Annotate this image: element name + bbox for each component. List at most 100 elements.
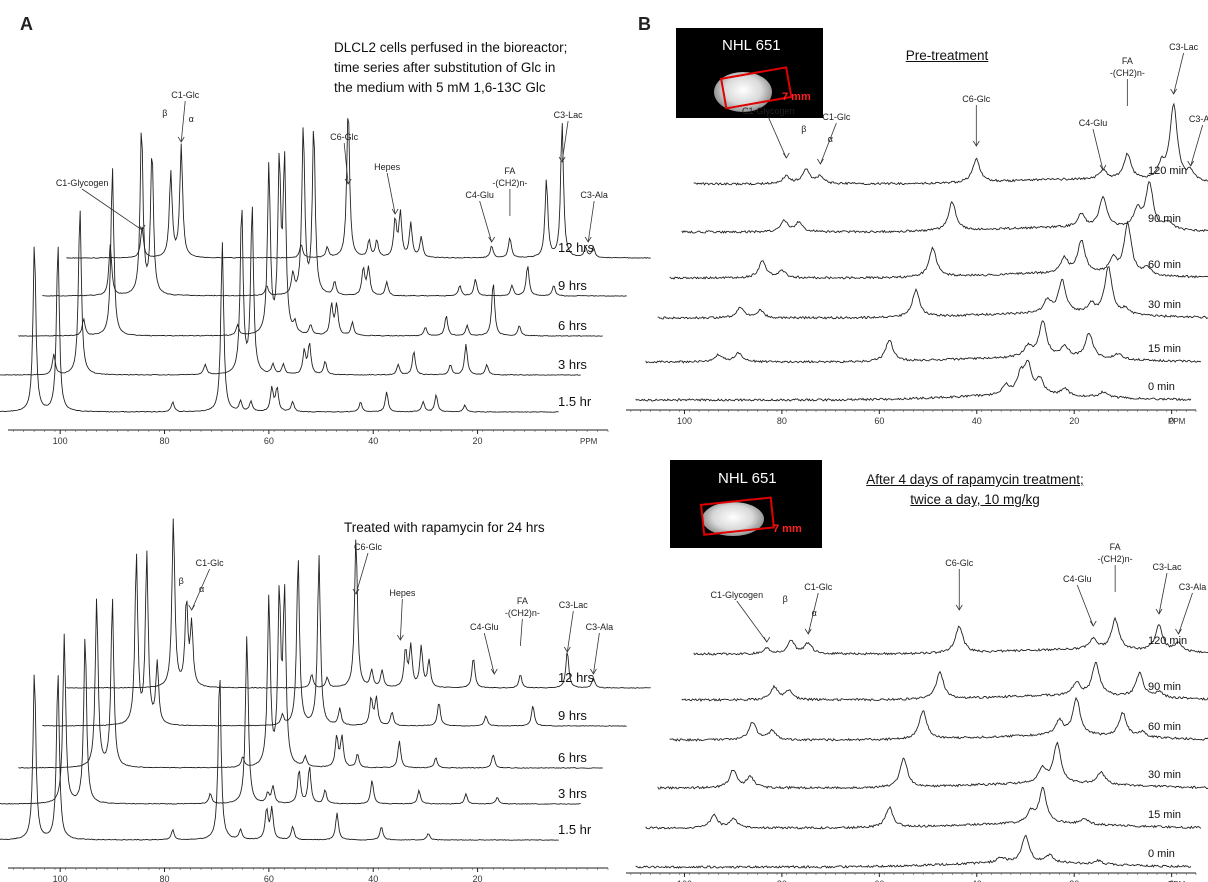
peak-arrow	[566, 610, 574, 653]
arrow-head	[590, 668, 597, 675]
peak-label: FA	[504, 166, 515, 176]
arrow-head	[763, 636, 771, 643]
tumor-image	[702, 502, 764, 536]
peak-arrow	[561, 120, 569, 163]
series-label: 60 min	[1148, 259, 1181, 271]
x-tick-label: 20	[1069, 416, 1079, 426]
spectrum-trace	[0, 242, 559, 413]
panel-label-b: B	[638, 14, 651, 34]
x-tick-label: 20	[473, 874, 483, 882]
inset-scale: 7 mm	[782, 91, 811, 103]
arrow-head	[344, 178, 352, 185]
x-tick-label: 60	[264, 436, 274, 446]
arrow-head	[352, 588, 360, 595]
spectrum-trace	[681, 180, 1208, 234]
arrow-head	[138, 224, 146, 231]
peak-label: C3-Ala	[1189, 114, 1208, 124]
peak-label: C6-Glc	[962, 94, 991, 104]
peak-arrow	[1158, 572, 1168, 615]
mri-inset-pretreatment: NHL 651 7 mm	[676, 28, 823, 118]
spectrum-trace	[0, 674, 559, 841]
x-tick-label: 60	[264, 874, 274, 882]
peak-arrow	[191, 568, 211, 611]
series-label: 90 min	[1148, 681, 1181, 693]
caption-line: the medium with 5 mM 1,6-13C Glc	[334, 80, 546, 95]
x-tick-label: 20	[1069, 879, 1079, 882]
x-tick-label: 40	[972, 416, 982, 426]
peak-arrow	[736, 600, 768, 643]
arrow-head	[1099, 164, 1107, 171]
arrow-head	[955, 604, 963, 611]
title-line: Pre-treatment	[905, 48, 989, 63]
peak-label: -(CH2)n-	[1098, 554, 1133, 564]
x-tick-label: 40	[368, 874, 378, 882]
peak-arrow	[592, 632, 600, 675]
peak-label: C4-Glu	[1079, 118, 1108, 128]
x-axis-label: PPM	[1168, 417, 1186, 426]
caption-line: time series after substitution of Glc in	[334, 60, 556, 75]
x-tick-label: 80	[777, 416, 787, 426]
peak-label: C3-Lac	[554, 110, 584, 120]
spectrum-trace	[681, 661, 1208, 702]
peak-label: -(CH2)n-	[505, 608, 540, 618]
spectrum-trace	[0, 633, 581, 805]
title-line: After 4 days of rapamycin treatment;	[866, 472, 1084, 487]
panel-a-bottom-caption: Treated with rapamycin for 24 hrs	[344, 518, 545, 538]
x-axis-label: PPM	[1168, 880, 1186, 882]
series-label: 3 hrs	[558, 357, 587, 372]
peak-label: Hepes	[389, 588, 416, 598]
arrow-head	[397, 634, 404, 641]
title-line: twice a day, 10 mg/kg	[910, 492, 1040, 507]
peak-arrow	[1092, 128, 1104, 171]
series-label: 12 hrs	[558, 670, 595, 685]
x-tick-label: 40	[972, 879, 982, 882]
inset-label: NHL 651	[718, 470, 777, 487]
peak-label: C1-Glc	[196, 558, 225, 568]
arrow-head	[804, 628, 812, 635]
arrow-head	[488, 236, 495, 243]
arrow-head	[558, 156, 566, 163]
series-label: 9 hrs	[558, 708, 587, 723]
spectrum-trace	[693, 102, 1208, 186]
spectrum-trace	[657, 741, 1208, 790]
peak-label: C3-Ala	[586, 622, 614, 632]
peak-arrow	[1173, 52, 1185, 95]
arrow-head	[972, 140, 980, 147]
caption-line: Treated with rapamycin for 24 hrs	[344, 520, 545, 535]
peak-label: C3-Lac	[1152, 562, 1182, 572]
peak-arrow	[820, 122, 837, 165]
peak-label: C4-Glu	[470, 622, 499, 632]
peak-arrow	[483, 632, 495, 675]
x-tick-label: 80	[160, 874, 170, 882]
series-label: 12 hrs	[558, 240, 595, 255]
peak-arrow	[587, 200, 595, 243]
spectrum-trace	[42, 127, 627, 297]
peak-label: α	[828, 134, 833, 144]
spectrum-trace	[635, 359, 1192, 402]
series-label: 6 hrs	[558, 750, 587, 765]
spectrum-trace	[66, 118, 651, 259]
series-label: 15 min	[1148, 809, 1181, 821]
peak-arrow	[386, 172, 396, 215]
spectrum-trace	[18, 151, 603, 337]
x-tick-label: 0	[1169, 416, 1174, 426]
peak-label: C1-Glc	[804, 582, 833, 592]
peak-label: α	[812, 608, 817, 618]
peak-arrow	[807, 592, 819, 635]
peak-label: C6-Glc	[330, 132, 359, 142]
peak-label: C1-Glc	[171, 90, 200, 100]
series-label: 30 min	[1148, 299, 1181, 311]
arrow-head	[1175, 628, 1182, 635]
peak-label: C3-Ala	[1179, 582, 1207, 592]
spectrum-trace	[42, 550, 627, 727]
x-tick-label: 40	[368, 436, 378, 446]
series-label: 6 hrs	[558, 318, 587, 333]
peak-arrow	[1178, 592, 1193, 635]
peak-label: -(CH2)n-	[1110, 68, 1145, 78]
series-label: 120 min	[1148, 635, 1187, 647]
peak-arrow	[519, 618, 523, 647]
peak-arrow	[81, 188, 143, 231]
